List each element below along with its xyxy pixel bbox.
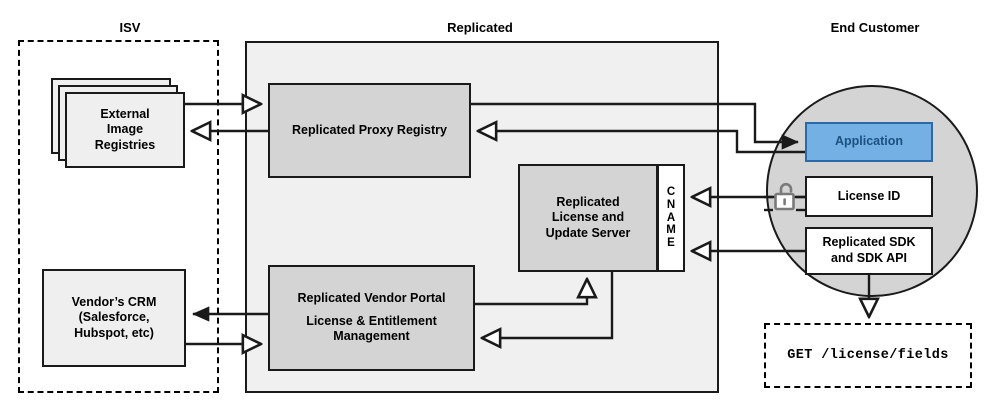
cname-letter-e: E [667, 237, 675, 250]
replicated-sdk-label-1: Replicated SDK [822, 235, 916, 250]
vendor-portal-label-1: Replicated Vendor Portal [297, 291, 446, 306]
replicated-sdk-label-2: and SDK API [831, 251, 907, 265]
external-image-registries-label-1: External [100, 106, 150, 121]
vendor-portal-label-3: Management [333, 329, 410, 344]
replicated-proxy-registry[interactable]: Replicated Proxy Registry [268, 83, 471, 178]
lane-title-end-customer: End Customer [830, 20, 920, 35]
cname-letter-n: N [666, 198, 676, 211]
license-id[interactable]: License ID [805, 176, 933, 217]
application[interactable]: Application [805, 122, 933, 162]
cname-letter-m: M [666, 224, 676, 237]
lane-title-isv: ISV [119, 20, 141, 35]
replicated-proxy-registry-label: Replicated Proxy Registry [292, 122, 447, 137]
isv-boundary [18, 40, 219, 393]
replicated-license-update-server[interactable]: Replicated License and Update Server [518, 164, 658, 272]
replicated-vendor-portal[interactable]: Replicated Vendor Portal License & Entit… [268, 265, 475, 371]
vendors-crm-label-3: Hubspot, etc) [74, 325, 154, 340]
application-label: Application [834, 134, 904, 149]
api-call-boundary: GET /license/fields [764, 323, 972, 388]
vendors-crm[interactable]: Vendor’s CRM (Salesforce, Hubspot, etc) [42, 269, 186, 367]
license-update-server-label-2: License and [551, 210, 625, 225]
cname-letter-a: A [666, 211, 676, 224]
vendors-crm-label-1: Vendor’s CRM [71, 294, 157, 309]
cname-strip[interactable]: C N A M E [657, 164, 685, 272]
lane-title-replicated: Replicated [447, 20, 513, 35]
license-id-label: License ID [837, 188, 901, 203]
cname-letter-c: C [666, 185, 676, 198]
external-image-registries-label-3: Registries [94, 137, 156, 152]
vendor-portal-label-2: License & Entitlement [306, 313, 437, 328]
external-image-registries-label-2: Image [106, 122, 144, 137]
external-image-registries[interactable]: External Image Registries [65, 92, 185, 168]
api-call-label: GET /license/fields [787, 348, 949, 363]
license-update-server-label-1: Replicated [556, 194, 620, 209]
replicated-sdk[interactable]: Replicated SDK and SDK API [805, 227, 933, 275]
license-update-server-label-3: Update Server [545, 225, 631, 240]
vendors-crm-label-2: (Salesforce, [78, 310, 150, 325]
